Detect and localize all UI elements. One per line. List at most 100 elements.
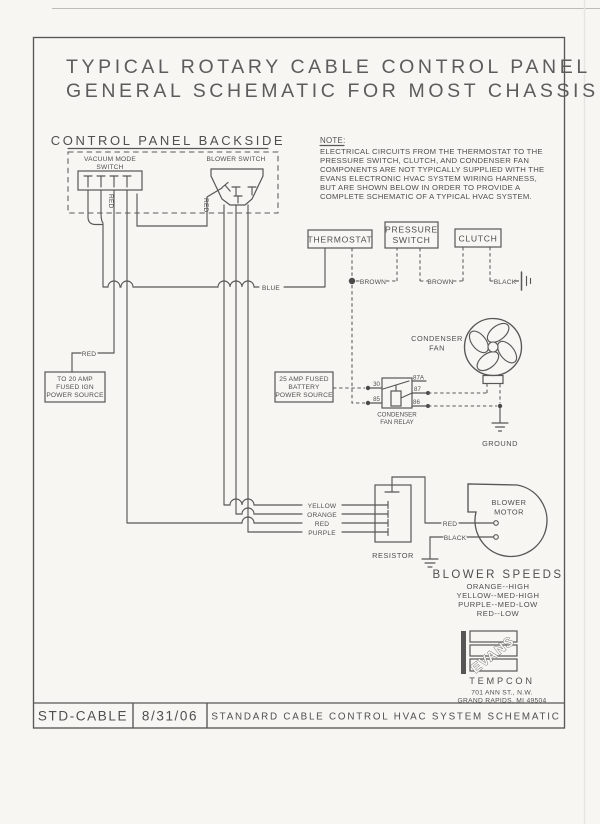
wire-vacuum-stem-2 bbox=[100, 189, 104, 224]
ign-power-line-1: TO 20 AMP bbox=[57, 376, 93, 383]
blue-wire-label: BLUE bbox=[262, 285, 280, 292]
ground-icon-motor bbox=[421, 558, 439, 568]
wire-resistor-top bbox=[391, 476, 426, 524]
motor-terminal-red bbox=[493, 520, 499, 526]
blower-motor-scroll bbox=[467, 483, 548, 558]
blower-speed-item: YELLOW--MED-HIGH bbox=[457, 591, 540, 600]
blower-speed-item: RED--LOW bbox=[477, 609, 520, 618]
border-rect bbox=[32, 36, 566, 729]
wire-brown2-a bbox=[419, 248, 428, 282]
motor-terminal-black bbox=[493, 534, 499, 540]
control-panel-heading: CONTROL PANEL BACKSIDE bbox=[51, 133, 285, 148]
relay-pin30-label: 30 bbox=[373, 381, 380, 388]
pressure-switch-label-1: PRESSURE bbox=[385, 225, 438, 235]
brown-wire-label-1: BROWN bbox=[360, 279, 386, 286]
blower-motor-label-2: MOTOR bbox=[494, 508, 524, 517]
relay-pin87a-label: 87A bbox=[413, 375, 425, 382]
evans-logo-icon bbox=[461, 630, 518, 674]
note-line: COMPLETE SCHEMATIC OF A TYPICAL HVAC SYS… bbox=[320, 192, 532, 201]
battery-power-box bbox=[274, 371, 334, 403]
tempcon-text: TEMPCON bbox=[469, 676, 535, 686]
condenser-fan-assembly: CONDENSER FAN GROUND bbox=[411, 317, 523, 448]
battery-power-line-1: 25 AMP FUSED bbox=[279, 376, 329, 383]
blower-motor-label-1: BLOWER bbox=[491, 498, 526, 507]
purple-wire-label: PURPLE bbox=[308, 530, 336, 537]
wire-red-a bbox=[126, 516, 303, 524]
relay-internals bbox=[382, 380, 413, 407]
logo-address-2: GRAND RAPIDS, MI 49504 bbox=[457, 698, 546, 705]
fan-icon bbox=[463, 317, 523, 385]
control-panel-wiring bbox=[87, 187, 249, 533]
resistor-circuit: YELLOW ORANGE RED PURPLE RESISTOR RED BL… bbox=[126, 476, 495, 568]
wire-black-clutch-a bbox=[489, 247, 495, 282]
junction-dot-pin30 bbox=[365, 385, 371, 391]
clutch-box bbox=[454, 228, 502, 248]
blower-speeds-legend: BLOWER SPEEDS ORANGE--HIGH YELLOW--MED-H… bbox=[433, 569, 564, 618]
blower-speeds-heading: BLOWER SPEEDS bbox=[433, 569, 564, 581]
relay-circuit: 25 AMP FUSED BATTERY POWER SOURCE 30 85 … bbox=[274, 371, 430, 426]
title-line-2: GENERAL SCHEMATIC FOR MOST CHASSIS bbox=[66, 80, 599, 102]
ign-power-box bbox=[44, 371, 106, 403]
black-motor-wire-label: BLACK bbox=[444, 535, 467, 542]
title-line-1: TYPICAL ROTARY CABLE CONTROL PANEL bbox=[66, 56, 591, 78]
wire-orange-a bbox=[235, 507, 303, 515]
resistor-box bbox=[374, 484, 412, 543]
wire-brown1-b bbox=[386, 248, 398, 282]
pressure-switch-label-2: SWITCH bbox=[392, 235, 430, 245]
drawing-title: TYPICAL ROTARY CABLE CONTROL PANEL GENER… bbox=[66, 56, 599, 102]
ign-power-source: TO 20 AMP FUSED IGN POWER SOURCE RED bbox=[44, 351, 115, 403]
logo-address-1: 701 ANN ST., N.W. bbox=[471, 690, 533, 697]
ign-power-line-2: FUSED IGN bbox=[56, 384, 94, 391]
control-panel-dashed-outline bbox=[67, 151, 279, 214]
vacuum-switch-body bbox=[77, 170, 143, 191]
junction-dot-ground bbox=[497, 403, 503, 409]
pressure-switch-box bbox=[384, 221, 439, 249]
battery-power-line-2: BATTERY bbox=[288, 384, 320, 391]
yellow-wire-label: YELLOW bbox=[308, 503, 337, 510]
blue-wire-run: BLUE bbox=[102, 247, 326, 292]
wire-blower-red-link bbox=[136, 187, 223, 227]
note-block: NOTE: ELECTRICAL CIRCUITS FROM THE THERM… bbox=[319, 136, 544, 201]
blower-switch: BLOWER SWITCH bbox=[206, 156, 265, 206]
vacuum-switch-label-1: VACUUM MODE bbox=[84, 156, 136, 163]
vacuum-switch-label-2: SWITCH bbox=[96, 164, 123, 171]
ground-icon-condenser bbox=[491, 407, 509, 432]
note-line: ELECTRICAL CIRCUITS FROM THE THERMOSTAT … bbox=[320, 147, 543, 156]
red-wire-label-blower: RED bbox=[202, 198, 209, 213]
ground-label: GROUND bbox=[482, 439, 518, 448]
wire-thermostat-to-relay bbox=[351, 285, 365, 404]
document-code: STD-CABLE bbox=[38, 709, 128, 724]
wire-yellow-a bbox=[223, 498, 303, 506]
wire-blue-left bbox=[102, 280, 260, 288]
condenser-fan-label-1: CONDENSER bbox=[411, 334, 463, 343]
blower-switch-label: BLOWER SWITCH bbox=[206, 156, 265, 163]
battery-power-line-3: POWER SOURCE bbox=[275, 392, 333, 399]
red-ign-wire-label: RED bbox=[82, 351, 97, 358]
red-resistor-wire-label: RED bbox=[315, 521, 330, 528]
black-wire-label-clutch: BLACK bbox=[494, 279, 517, 286]
vacuum-switch-terminals bbox=[83, 175, 132, 188]
resistor-label: RESISTOR bbox=[372, 551, 414, 560]
wire-87-to-fan bbox=[428, 384, 488, 394]
red-motor-wire-label: RED bbox=[443, 521, 458, 528]
control-panel-backside: CONTROL PANEL BACKSIDE VACUUM MODE SWITC… bbox=[51, 133, 285, 214]
blower-speed-item: ORANGE--HIGH bbox=[467, 582, 530, 591]
ign-power-line-3: POWER SOURCE bbox=[46, 392, 104, 399]
thermostat-circuit: THERMOSTAT PRESSURE SWITCH CLUTCH BROWN … bbox=[307, 221, 532, 404]
orange-wire-label: ORANGE bbox=[307, 512, 337, 519]
blower-motor-assembly: BLOWER MOTOR bbox=[467, 483, 548, 558]
note-line: PRESSURE SWITCH, CLUTCH, AND CONDENSER F… bbox=[320, 156, 529, 165]
clutch-label: CLUTCH bbox=[458, 234, 497, 244]
document-date: 8/31/06 bbox=[142, 709, 198, 724]
wire-brown2-b bbox=[453, 247, 464, 282]
document-description: STANDARD CABLE CONTROL HVAC SYSTEM SCHEM… bbox=[211, 712, 560, 723]
relay-pin85-label: 85 bbox=[373, 396, 380, 403]
vacuum-mode-switch: VACUUM MODE SWITCH bbox=[77, 156, 143, 191]
blower-speed-item: PURPLE--MED-LOW bbox=[458, 600, 538, 609]
drawing-frame bbox=[32, 36, 566, 729]
blower-switch-terminals bbox=[221, 181, 257, 204]
relay-caption-1: CONDENSER bbox=[377, 412, 417, 419]
note-line: COMPONENTS ARE NOT TYPICALLY SUPPLIED WI… bbox=[320, 165, 544, 174]
